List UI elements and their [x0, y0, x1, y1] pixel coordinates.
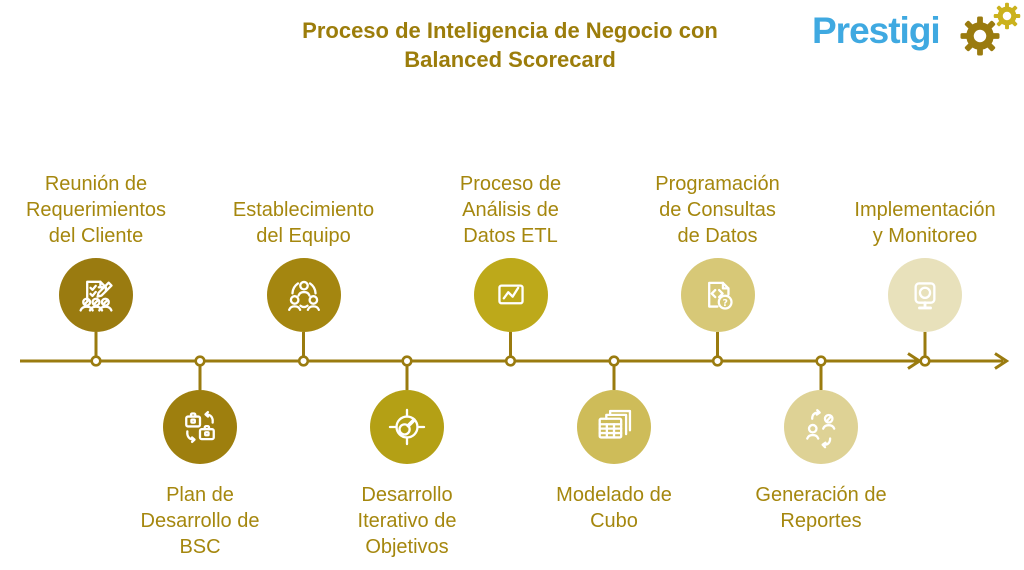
step-label: Reunión de Requerimientos del Cliente: [25, 173, 167, 247]
step-circle-implementacion-monitoreo: [888, 258, 962, 332]
step-label: Establecimiento del Equipo: [232, 199, 375, 247]
step-circle-establecimiento-equipo: [266, 258, 341, 332]
step-circle-desarrollo-iterativo: [370, 390, 444, 464]
people-sync-icon: [806, 409, 836, 449]
chart-monitor-icon: [497, 284, 524, 305]
logo-gears: [960, 2, 1021, 56]
step-circle-consultas-datos: ?: [680, 258, 755, 332]
timeline-nodes: [90, 355, 931, 367]
monitor-camera-icon: [914, 282, 936, 310]
document-checklist-pencil-icon: [79, 280, 113, 312]
step-label: Desarrollo Iterativo de Objetivos: [357, 484, 457, 558]
step-label: Programación de Consultas de Datos: [655, 173, 780, 247]
brand-logo: Prestigi: [810, 2, 1024, 62]
target-gauge-icon: [388, 408, 426, 446]
step-circle-analisis-etl: [473, 258, 548, 332]
gear-icon: [993, 2, 1021, 30]
step-circle-reunion-requerimientos: [59, 258, 133, 332]
step-label: Modelado de Cubo: [556, 484, 672, 532]
code-document-question-icon: ?: [707, 281, 733, 310]
step-label: Generación de Reportes: [755, 484, 887, 532]
team-network-icon: [287, 280, 320, 312]
logo-wordmark: Prestigi: [812, 10, 941, 51]
step-label: Proceso de Análisis de Datos ETL: [459, 173, 562, 247]
step-circle-plan-bsc: [163, 390, 237, 464]
step-label: Implementación y Monitoreo: [854, 199, 996, 247]
page-title: Proceso de Inteligencia de Negocio con B…: [302, 18, 718, 72]
arrow-right-icon: [994, 352, 1010, 370]
briefcase-exchange-icon: [185, 410, 215, 444]
step-circle-modelado-cubo: [577, 390, 651, 464]
stacked-tables-icon: [598, 409, 632, 439]
svg-text:?: ?: [722, 298, 727, 309]
step-circle-generacion-reportes: [784, 390, 858, 464]
gear-icon: [960, 16, 1000, 56]
step-label: Plan de Desarrollo de BSC: [140, 484, 260, 558]
